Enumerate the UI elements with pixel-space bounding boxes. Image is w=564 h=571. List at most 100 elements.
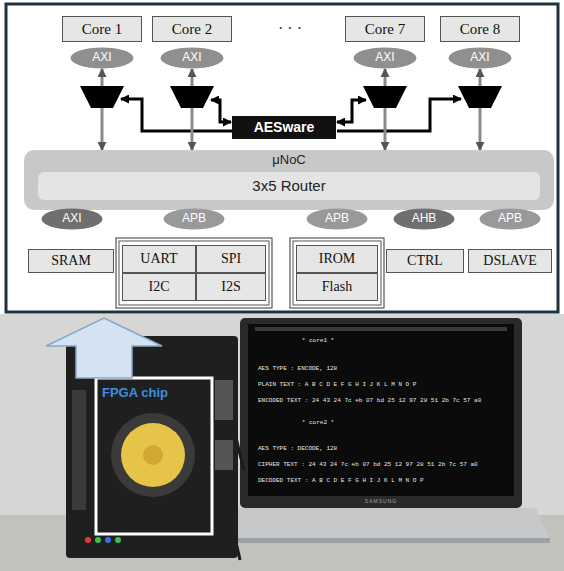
board-connector <box>215 440 233 470</box>
peripheral-group <box>119 241 269 305</box>
peripheral-group <box>116 238 272 308</box>
board-header <box>72 390 86 510</box>
peripheral-box: SPI <box>196 245 266 273</box>
ellipse-shape <box>354 48 417 69</box>
photo-wall <box>0 314 564 571</box>
ellipse-shape <box>161 48 224 69</box>
bus-ellipse: AXI <box>70 47 134 69</box>
terminal-line: * core1 * <box>302 338 334 345</box>
diagram-frame <box>6 4 558 312</box>
router-box: 3x5 Router <box>38 172 540 200</box>
ellipse-shape <box>307 209 368 230</box>
ellipse-shape <box>71 48 134 69</box>
node-text: 3x5 Router <box>252 178 325 195</box>
node-text: AXI <box>92 51 111 64</box>
led <box>115 537 121 543</box>
mux-symbol <box>170 86 214 108</box>
led <box>95 537 101 543</box>
node-text: SPI <box>221 251 241 266</box>
terminal-bar <box>255 327 507 331</box>
ellipse-shape <box>42 209 103 230</box>
node-text: AXI <box>375 51 394 64</box>
ellipse-shape <box>394 209 455 230</box>
mux-symbol <box>363 86 407 108</box>
bus-ellipse: AXI <box>448 47 512 69</box>
noc-band: μNoC 3x5 Router <box>24 150 554 210</box>
node-text: Core 7 <box>365 21 405 38</box>
node-text: IROM <box>319 251 356 266</box>
fan-housing <box>111 413 195 497</box>
node-text: AESware <box>254 120 315 135</box>
bus-ellipse: AXI <box>160 47 224 69</box>
bus-connector <box>384 69 387 150</box>
node-text: APB <box>182 212 206 225</box>
terminal-line: CIPHER TEXT : 24 43 24 7c eb 07 bd 25 12… <box>258 462 478 469</box>
bus-ellipse: APB <box>163 208 225 230</box>
memory-group <box>293 241 381 305</box>
node-text: Core 8 <box>460 21 500 38</box>
chip-highlight-box <box>96 378 212 534</box>
core-box: Core 1 <box>62 16 142 42</box>
ellipse-shape <box>449 48 512 69</box>
bus-ellipse: AHB <box>393 208 455 230</box>
node-text: UART <box>140 251 177 266</box>
node-text: SRAM <box>51 253 91 268</box>
terminal-line: PLAIN TEXT : A B C D E F G H I J K L M N… <box>258 382 416 389</box>
fan-blades <box>121 423 185 487</box>
node-text: AXI <box>470 51 489 64</box>
node-text: Core 1 <box>82 21 122 38</box>
terminal-line: AES TYPE : DECODE, 128 <box>258 446 337 453</box>
memory-box: Flash <box>296 273 378 301</box>
led <box>105 537 111 543</box>
laptop-brand: SAMSUNG <box>365 499 397 505</box>
terminal-line: ENCODED TEXT : 24 43 24 7c eb 07 bd 25 1… <box>258 398 481 405</box>
slave-box: DSLAVE <box>468 249 552 273</box>
memory-box: SRAM <box>28 249 114 273</box>
aes-link <box>211 100 231 122</box>
aes-block: AESware <box>232 116 336 139</box>
node-text: μNoC <box>272 153 306 167</box>
aes-link <box>337 100 366 122</box>
node-text: Core 2 <box>172 21 212 38</box>
bus-connector <box>191 69 194 150</box>
core-box: Core 8 <box>440 16 520 42</box>
led <box>85 537 91 543</box>
photo-callout: FPGA chip <box>102 386 168 400</box>
node-text: AXI <box>62 212 81 225</box>
memory-group <box>290 238 384 308</box>
node-text: Flash <box>322 279 352 294</box>
peripheral-box: I2C <box>122 273 196 301</box>
bus-ellipse: AXI <box>353 47 417 69</box>
laptop-edge <box>214 538 550 543</box>
core-box: Core 7 <box>345 16 425 42</box>
core-box: Core 2 <box>152 16 232 42</box>
node-text: CTRL <box>407 253 443 268</box>
terminal-line: DECODED TEXT : A B C D E F G H I J K L M… <box>258 478 424 485</box>
laptop-bezel <box>240 318 522 508</box>
bus-ellipse: APB <box>306 208 368 230</box>
laptop-base <box>214 508 550 540</box>
bus-ellipse: AXI <box>41 208 103 230</box>
bus-connector <box>101 69 104 150</box>
bus-ellipse: APB <box>479 208 541 230</box>
node-text: AHB <box>412 212 437 225</box>
board-connector <box>215 380 233 420</box>
aes-link <box>121 99 232 131</box>
bus-connector <box>479 69 482 150</box>
ellipse-shape <box>480 209 541 230</box>
mux-symbol <box>80 86 124 108</box>
mux-symbol <box>458 86 502 108</box>
ellipsis: · · · <box>278 20 302 38</box>
aes-link <box>337 99 461 131</box>
node-text: APB <box>498 212 522 225</box>
node-text: I2S <box>221 279 240 294</box>
laptop-screen <box>248 324 514 496</box>
peripheral-box: UART <box>122 245 196 273</box>
terminal-line: AES TYPE : ENCODE, 128 <box>258 366 337 373</box>
terminal-line: * core2 * <box>302 420 334 427</box>
fan-hub <box>143 445 163 465</box>
callout-arrow <box>46 318 162 378</box>
